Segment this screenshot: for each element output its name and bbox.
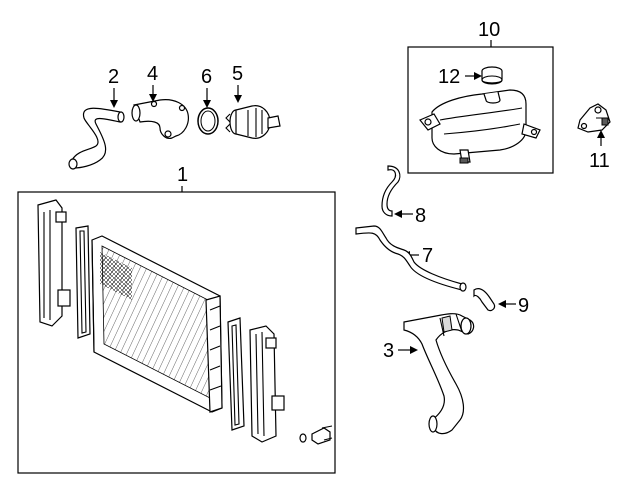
- reservoir-assembly-frame: [407, 46, 554, 174]
- overflow-hose-8: [381, 165, 401, 217]
- callout-2: 2: [108, 66, 119, 88]
- callout-1: 1: [177, 164, 188, 186]
- overflow-pipe-7: [355, 225, 467, 292]
- callout-11: 11: [589, 150, 610, 172]
- callout-9: 9: [518, 295, 529, 317]
- radiator-assembly-frame: [17, 191, 336, 474]
- radiator-seal-right: [227, 317, 245, 431]
- reservoir-bracket: [577, 103, 611, 133]
- water-outlet: [131, 99, 189, 139]
- callout-10: 10: [478, 19, 500, 41]
- reservoir-tank: [419, 89, 541, 164]
- callout-7: 7: [422, 245, 433, 267]
- thermostat: [225, 105, 281, 139]
- overflow-hose-9: [473, 288, 496, 312]
- radiator-tank-left: [37, 199, 71, 327]
- callout-3: 3: [383, 340, 394, 362]
- thermostat-gasket: [197, 107, 219, 135]
- drain-cock: [299, 425, 333, 445]
- radiator-hose-lower: [403, 313, 475, 435]
- radiator-seal-left: [75, 225, 91, 339]
- radiator-tank-right: [249, 325, 285, 443]
- callout-4: 4: [147, 63, 158, 85]
- callout-5: 5: [232, 63, 243, 85]
- radiator-core: [91, 235, 223, 413]
- callout-8: 8: [415, 205, 426, 227]
- callout-12: 12: [438, 66, 460, 88]
- callout-6: 6: [201, 66, 212, 88]
- radiator-hose-upper: [68, 107, 125, 170]
- reservoir-cap: [481, 66, 503, 85]
